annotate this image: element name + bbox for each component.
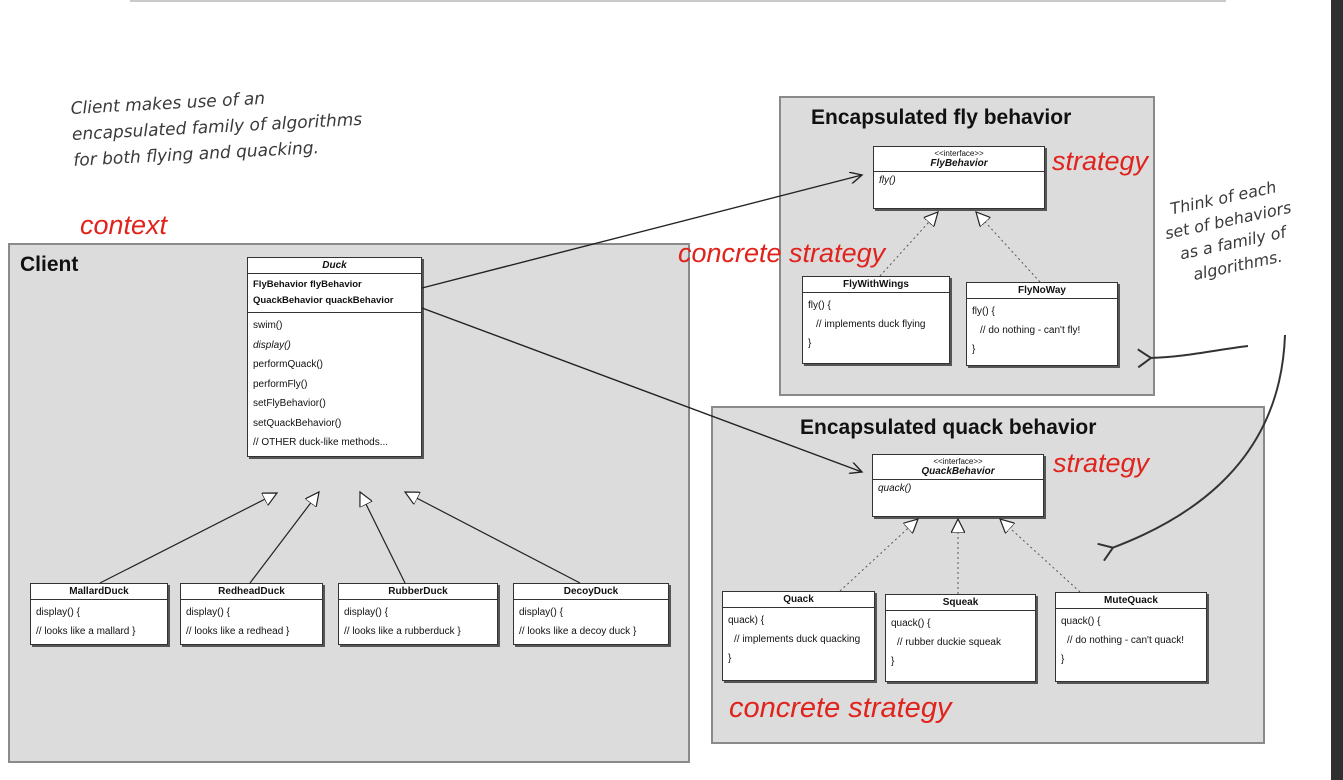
fly-behavior-interface: <<interface>> FlyBehavior fly() [873,146,1045,209]
duck-fields: FlyBehavior flyBehavior QuackBehavior qu… [248,274,421,313]
duck-field: QuackBehavior quackBehavior [253,295,394,306]
hand-arrow-to-quack [1097,334,1286,562]
client-title: Client [20,253,79,276]
mallard-duck-class: MallardDuck display() { // looks like a … [30,583,168,645]
duck-method: // OTHER duck-like methods... [253,437,389,448]
quack-association-arrow [421,307,862,472]
redhead-inheritance [249,492,319,584]
top-rule [130,0,1226,2]
rubber-inheritance [360,492,406,584]
fly-no-way-realization [976,212,1041,283]
fly-panel-title: Encapsulated fly behavior [811,106,1072,129]
strategy-label-quack: strategy [1053,448,1150,478]
duck-method: performFly() [253,378,308,390]
duck-methods: swim() display() performQuack() performF… [248,313,421,456]
rubber-duck-class: RubberDuck display() { // looks like a r… [338,583,498,645]
quack-behavior-interface: <<interface>> QuackBehavior quack() [872,454,1044,517]
decoy-duck-class: DecoyDuck display() { // looks like a de… [513,583,669,645]
strategy-label-fly: strategy [1052,146,1149,176]
duck-method: setFlyBehavior() [253,398,326,409]
duck-method: display() [253,339,291,351]
fly-with-wings-class: FlyWithWings fly() { // implements duck … [802,276,950,364]
duck-field: FlyBehavior flyBehavior [253,279,362,290]
right-edge-bar [1331,0,1343,780]
squeak-class: Squeak quack() { // rubber duckie squeak… [885,594,1036,682]
duck-class-name: Duck [248,258,421,274]
fly-no-way-class: FlyNoWay fly() { // do nothing - can't f… [966,282,1118,366]
duck-method: performQuack() [253,359,324,370]
duck-class: Duck FlyBehavior flyBehavior QuackBehavi… [247,257,422,457]
redhead-duck-class: RedheadDuck display() { // looks like a … [180,583,323,645]
concrete-strategy-label-fly: concrete strategy [678,238,886,268]
quack-class: Quack quack) { // implements duck quacki… [722,591,875,681]
quack-realization [839,519,918,592]
fly-with-wings-realization [879,212,938,277]
hand-arrow-to-fly [1137,345,1249,369]
mute-quack-class: MuteQuack quack() { // do nothing - can'… [1055,592,1207,682]
context-label: context [80,210,168,240]
duck-method: setQuackBehavior() [253,417,342,429]
fly-association-arrow [421,175,862,289]
mute-quack-realization [1000,519,1081,593]
decoy-inheritance [405,492,581,584]
concrete-strategy-label-quack: concrete strategy [729,692,952,724]
mallard-inheritance [99,493,277,584]
quack-panel-title: Encapsulated quack behavior [800,416,1097,439]
duck-method: swim() [253,320,283,331]
